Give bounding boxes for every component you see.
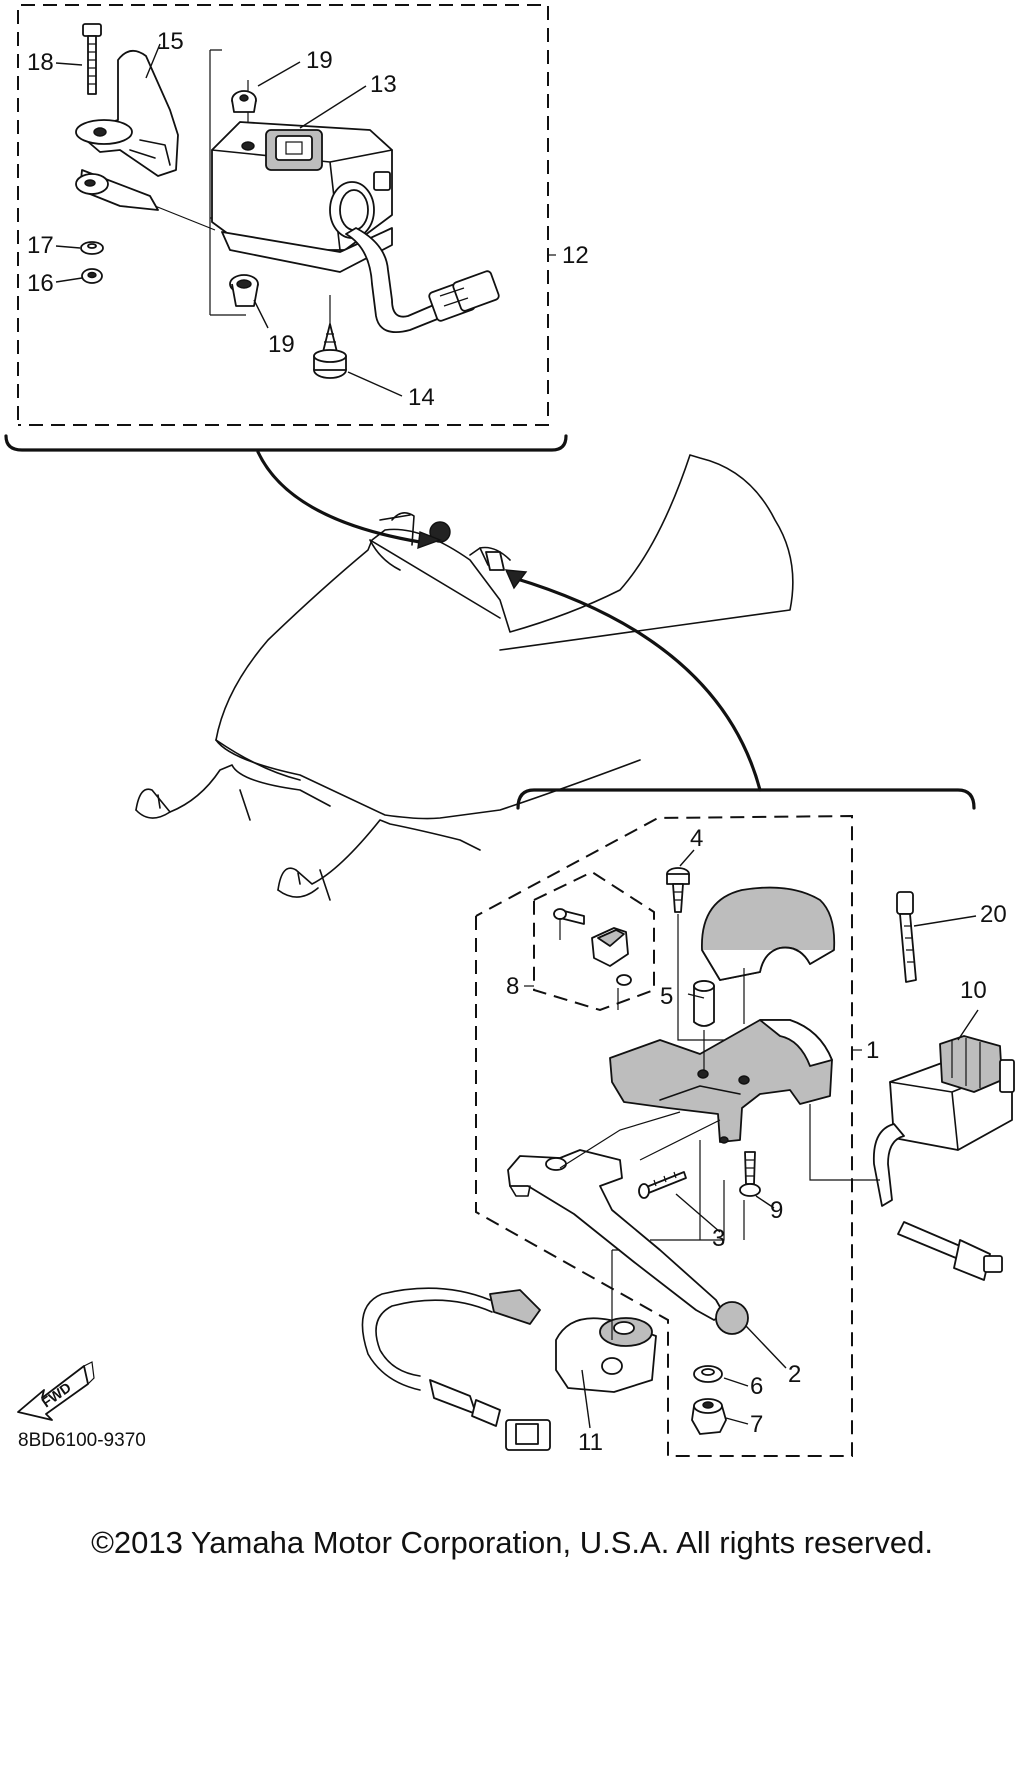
assembly-1-dashed-frame	[475, 814, 853, 1457]
axis-lines-bottom-2	[559, 1111, 721, 1169]
marker-lever-location	[485, 551, 505, 571]
callout-19a: 19	[306, 47, 333, 74]
leader-11	[581, 1369, 591, 1429]
nut-7-icon	[691, 1398, 727, 1435]
callout-1: 1	[866, 1037, 879, 1064]
collar-5-icon	[693, 980, 715, 1027]
callout-6: 6	[750, 1373, 763, 1400]
leader-9	[755, 1195, 775, 1209]
inset-top	[4, 4, 568, 452]
copyright-notice: ©2013 Yamaha Motor Corporation, U.S.A. A…	[91, 1525, 933, 1560]
washer-17-icon	[80, 241, 104, 255]
leader-19b	[253, 299, 269, 329]
callout-17: 17	[27, 232, 54, 259]
leader-14	[347, 371, 403, 397]
inset-top-dashed-frame	[17, 4, 549, 426]
callout-4: 4	[690, 825, 703, 852]
callout-numbers: 18 15 19 13 12 17 16 19 14 4 20 8 5 10 1…	[27, 28, 1007, 1456]
callout-18: 18	[27, 49, 54, 76]
callout-10: 10	[960, 977, 987, 1004]
drawing-code: 8BD6100-9370	[18, 1430, 146, 1451]
callout-20: 20	[980, 901, 1007, 928]
leader-20	[913, 915, 977, 927]
callout-11: 11	[578, 1429, 603, 1456]
lever-bracket-icon	[609, 1019, 833, 1144]
inset-top-bracket	[4, 434, 568, 452]
leader-17	[55, 245, 81, 249]
callout-12: 12	[562, 242, 589, 269]
callout-7: 7	[750, 1411, 763, 1438]
callout-14: 14	[408, 384, 435, 411]
controller-13-icon	[211, 121, 500, 334]
assembly-8-dashed-frame	[533, 870, 655, 1012]
callout-15: 15	[157, 28, 184, 55]
callout-3: 3	[712, 1225, 725, 1252]
screw-14-icon	[313, 323, 347, 379]
guard-8-icon	[553, 908, 632, 1010]
fwd-arrow-icon: FWD	[17, 1361, 95, 1421]
leader-5	[687, 993, 705, 999]
leader-6	[723, 1377, 749, 1387]
lever-cover-icon	[701, 886, 836, 981]
leader-19a	[257, 61, 301, 87]
leader-7	[725, 1417, 749, 1425]
connector-bottom-inset	[512, 576, 762, 792]
leader-10	[957, 1009, 979, 1041]
bracket-15-icon	[75, 50, 179, 211]
grommet-19-top-icon	[231, 90, 257, 113]
screw-3-icon	[638, 1171, 687, 1199]
callout-2: 2	[788, 1361, 801, 1388]
grommet-19-bottom-icon	[229, 274, 259, 307]
screw-4-icon	[666, 867, 690, 913]
marker-controller-location	[429, 521, 451, 543]
leader-3	[675, 1193, 721, 1233]
cable-tie-20-icon	[896, 891, 917, 983]
leader-18	[55, 62, 83, 66]
switch-module-10-icon	[872, 1035, 1015, 1281]
lock-washer-16-icon	[81, 268, 103, 284]
connector-arrow-bottom	[504, 569, 528, 590]
leader-13	[299, 85, 367, 129]
leader-2	[745, 1325, 787, 1369]
callout-8: 8	[506, 973, 519, 1000]
callout-13: 13	[370, 71, 397, 98]
callout-16: 16	[27, 270, 54, 297]
leader-4	[679, 849, 695, 867]
inset-bottom	[361, 788, 1015, 1457]
sensor-11-icon	[361, 1287, 657, 1451]
axis-lines-bottom	[611, 914, 880, 1340]
leader-16	[55, 277, 83, 283]
connector-arrow-top	[417, 531, 442, 550]
callout-5: 5	[660, 983, 673, 1010]
connector-top-inset	[256, 450, 422, 544]
callout-9: 9	[770, 1197, 783, 1224]
inset-bottom-bracket	[516, 788, 976, 810]
leader-15	[145, 43, 161, 79]
snowmobile-outline	[135, 454, 794, 901]
bolt-18-icon	[82, 23, 102, 95]
lever-2-icon	[507, 1149, 749, 1335]
callout-19b: 19	[268, 331, 295, 358]
washer-6-icon	[693, 1365, 723, 1383]
bolt-9-icon	[739, 1151, 761, 1197]
axis-lines-top	[209, 49, 246, 316]
